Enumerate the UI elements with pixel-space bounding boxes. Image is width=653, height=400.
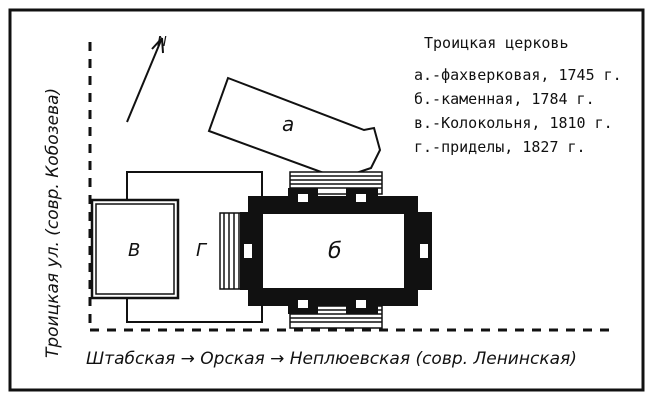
street-label-bottom: Штабская → Орская → Неплюевская (совр. Л… bbox=[86, 349, 577, 369]
building-b-label: б bbox=[328, 239, 342, 264]
street-label-side: Троицкая ул. (совр. Кобозева) bbox=[43, 88, 63, 358]
legend-item-v: в.-Колокольня, 1810 г. bbox=[414, 114, 613, 132]
building-v bbox=[90, 198, 180, 300]
building-g-label: Г bbox=[196, 240, 208, 261]
legend-item-g: г.-приделы, 1827 г. bbox=[414, 138, 586, 156]
legend-item-b: б.-каменная, 1784 г. bbox=[414, 90, 595, 108]
legend-title: Троицкая церковь bbox=[424, 34, 569, 52]
north-label: N bbox=[157, 35, 167, 50]
building-v-label: В bbox=[128, 240, 140, 261]
building-a bbox=[207, 76, 382, 182]
outer-frame bbox=[8, 8, 645, 392]
legend-item-a: а.-фахверковая, 1745 г. bbox=[414, 66, 622, 84]
legend: Троицкая церковь а.-фахверковая, 1745 г.… bbox=[414, 34, 622, 156]
building-a-label: а bbox=[282, 112, 294, 136]
north-arrow bbox=[126, 37, 164, 123]
building-b bbox=[240, 188, 432, 314]
